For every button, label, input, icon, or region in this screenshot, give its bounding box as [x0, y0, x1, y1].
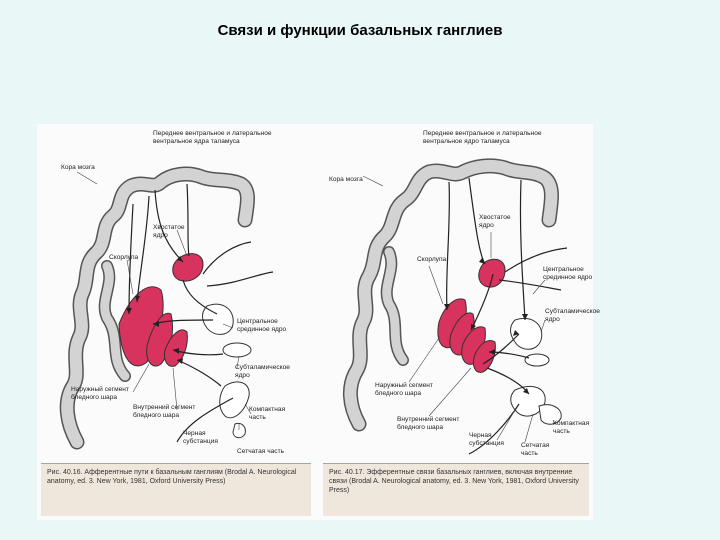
label-reticular: Сетчатая часть — [237, 448, 285, 455]
efferent-diagram — [343, 158, 568, 455]
label-gp-external: Наружный сегмент бледного шара — [375, 382, 433, 397]
label-centromedian: Центральное срединное ядро — [237, 318, 287, 333]
label-putamen: Скорлупа — [417, 256, 447, 263]
label-thalamus: Переднее вентральное и латеральное вентр… — [423, 130, 542, 145]
thalamus — [510, 318, 543, 350]
label-nigra: Черная субстанция — [469, 432, 504, 447]
label-cortex: Кора мозга — [61, 164, 95, 171]
globus-pallidus-internal — [164, 329, 188, 367]
caption-efferent: Рис. 40.17. Эфферентные связи базальных … — [329, 469, 579, 494]
caption-box-afferent: Рис. 40.16. Афферентные пути к базальным… — [41, 463, 311, 516]
caption-afferent: Рис. 40.16. Афферентные пути к базальным… — [47, 469, 297, 485]
caudate-nucleus — [478, 258, 506, 288]
scanned-textbook-page: Переднее вентральное и латеральное вентр… — [37, 124, 600, 520]
label-caudate: Хвостатое ядро — [479, 214, 511, 229]
subthalamic-nucleus — [222, 342, 252, 358]
figure-afferent: Переднее вентральное и латеральное вентр… — [37, 124, 313, 520]
slide-title: Связи и функции базальных ганглиев — [217, 22, 503, 39]
thalamus — [202, 303, 234, 335]
subthalamic-nucleus — [524, 353, 550, 367]
caption-box-efferent: Рис. 40.17. Эфферентные связи базальных … — [323, 463, 589, 516]
label-caudate: Хвостатое ядро — [153, 224, 185, 239]
label-subthalamic: Субталамическое ядро — [545, 308, 600, 323]
label-compact: Компактная часть — [553, 420, 590, 435]
caudate-nucleus — [172, 253, 204, 282]
figure-efferent: Переднее вентральное и латеральное вентр… — [319, 124, 600, 520]
label-thalamus: Переднее вентральное и латеральное вентр… — [153, 130, 272, 145]
label-gp-internal: Внутренний сегмент бледного шара — [133, 404, 196, 419]
label-reticular: Сетчатая часть — [521, 442, 550, 457]
label-cortex: Кора мозга — [329, 176, 363, 183]
substantia-nigra — [219, 381, 250, 419]
label-putamen: Скорлупа — [109, 254, 139, 261]
afferent-diagram — [59, 166, 274, 450]
label-gp-external: Наружный сегмент бледного шара — [71, 386, 129, 401]
label-subthalamic: Субталамическое ядро — [235, 364, 290, 379]
label-nigra: Черная субстанция — [183, 430, 218, 445]
label-centromedian: Центральное срединное ядро — [543, 266, 593, 281]
label-compact: Компактная часть — [249, 406, 286, 421]
label-gp-internal: Внутренний сегмент бледного шара — [397, 416, 460, 431]
globus-pallidus-internal — [472, 340, 496, 373]
